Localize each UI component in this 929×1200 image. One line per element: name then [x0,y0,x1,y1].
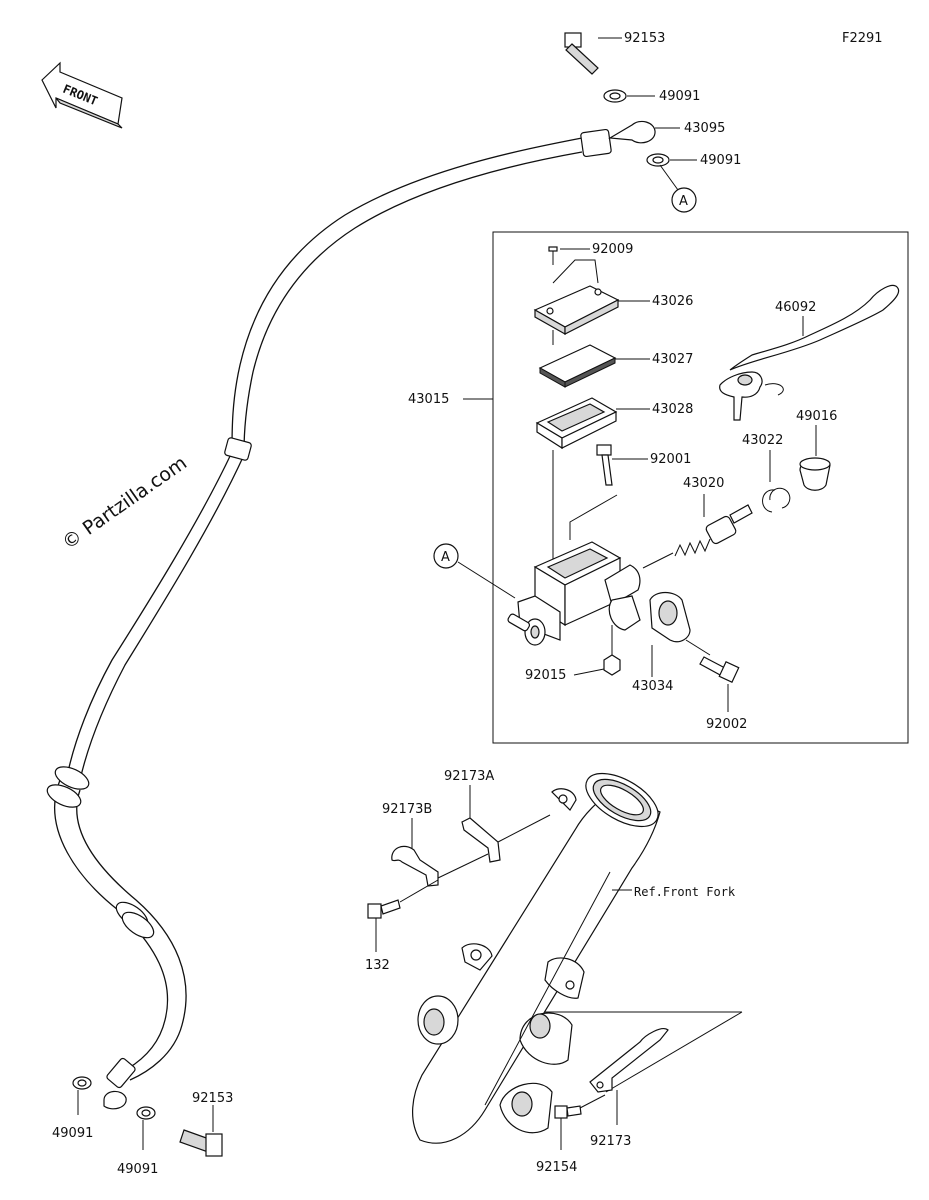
ref-a-label-top: A [679,194,688,209]
callout-43027: 43027 [652,352,693,367]
banjo-fitting-icon [103,1090,127,1110]
clamp-bolt-icon [699,656,740,684]
callout-92001: 92001 [650,452,691,467]
master-cylinder-body-icon [507,541,641,646]
master-cylinder-box [492,231,909,744]
callout-92002: 92002 [706,717,747,732]
front-arrow-icon: FRONT [41,61,123,129]
screw-icon [548,246,558,265]
watermark: © Partzilla.com [58,452,191,554]
circlip-icon [762,487,791,513]
ref-a-label-box: A [441,550,450,565]
fork-tube-icon [412,789,661,1144]
nut-icon [603,654,621,676]
brake-hose [46,128,612,1089]
callout-92173B: 92173B [382,802,432,817]
hose-guide-icon [589,1028,669,1093]
callout-49091-c: 49091 [52,1126,93,1141]
dust-boot-icon [799,457,831,491]
callout-49091-b: 49091 [700,153,741,168]
clamp-icon [649,591,691,643]
pivot-bolt-icon [596,444,613,486]
banjo-fitting-icon [608,120,656,144]
callout-43015: 43015 [408,392,449,407]
callout-92173A: 92173A [444,769,494,784]
callout-46092: 46092 [775,300,816,315]
screw-92154-icon [554,1105,582,1119]
top-banjo-group: A 92153 49091 43095 49091 [564,31,741,213]
callout-43020: 43020 [683,476,724,491]
callout-43026: 43026 [652,294,693,309]
diagram-id: F2291 [842,31,883,46]
banjo-bolt-icon [564,32,599,75]
bolt-132-icon [367,899,401,919]
banjo-bolt-icon [179,1129,223,1157]
piston-spring-icon [674,504,753,557]
brake-lever-icon [719,284,900,421]
bottom-banjo-group: 49091 49091 92153 [52,1076,233,1177]
master-cylinder-group: 92009 43026 43027 43028 92001 [433,242,900,732]
callout-92173: 92173 [590,1134,631,1149]
callout-92153-top: 92153 [624,31,665,46]
front-fork-group: Ref.Front Fork [412,772,743,1144]
callout-92015: 92015 [525,668,566,683]
lower-guide-group: 92173 92154 [536,1028,669,1175]
ref-a-circle [433,543,459,569]
callout-132: 132 [365,958,390,973]
callout-49091-a: 49091 [659,89,700,104]
ref-a-circle [671,187,697,213]
callout-49091-d: 49091 [117,1162,158,1177]
ref-front-fork-label: Ref.Front Fork [634,885,736,899]
callout-92154: 92154 [536,1160,577,1175]
callout-43028: 43028 [652,402,693,417]
hose-guide-b-icon [391,845,439,887]
hose-guide-a-icon [461,817,501,863]
callout-43022: 43022 [742,433,783,448]
callout-43095: 43095 [684,121,725,136]
callout-92009: 92009 [592,242,633,257]
callout-92153-bottom: 92153 [192,1091,233,1106]
callout-43034: 43034 [632,679,673,694]
callout-49016: 49016 [796,409,837,424]
hose-guide-group: 92173A 92173B 132 [365,769,551,973]
